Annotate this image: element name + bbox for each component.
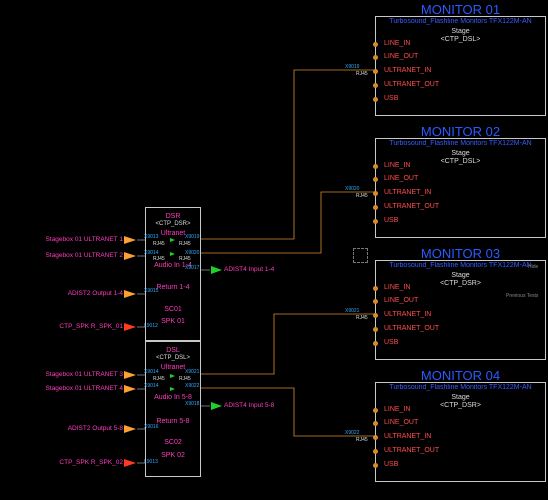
monitor-03-code: <CTP_DSR> xyxy=(440,280,481,287)
monitor-02-code: <CTP_DSL> xyxy=(440,158,481,165)
monitor-01-code: <CTP_DSL> xyxy=(440,36,481,43)
input-label-adist2-1-4: ADIST2 Output 1-4 xyxy=(67,290,123,297)
device-dsr-sc: SC01 xyxy=(164,306,182,313)
output-label-adist4-5-8: ADIST4 Input 5-8 xyxy=(224,402,275,409)
input-label-ultranet-1: Stagebox 01 ULTRANET 1 xyxy=(45,236,123,243)
monitor-03-model: Turbosound_Flashline Monitors TFX122M-AN xyxy=(389,262,532,269)
device-dsr[interactable]: DSR <CTP_DSR> Ultranet X9013 X9019 RJ45 … xyxy=(144,207,201,341)
xref: X9020 xyxy=(185,250,200,256)
device-dsr-code: <CTP_DSR> xyxy=(155,221,191,227)
hide-tooltip[interactable]: Hide xyxy=(528,264,539,270)
cable-label-x9021: X9021 xyxy=(345,308,360,314)
monitor-04-model: Turbosound_Flashline Monitors TFX122M-AN xyxy=(389,384,532,391)
arrow-in-7 xyxy=(124,425,136,433)
input-label-ultranet-2: Stagebox 01 ULTRANET 2 xyxy=(45,252,123,259)
monitor-02-title: MONITOR 02 xyxy=(420,124,501,139)
selection-handle[interactable] xyxy=(353,248,368,263)
arrow-out-2 xyxy=(211,402,222,410)
arrow-in-1 xyxy=(124,236,136,244)
device-dsl-code: <CTP_DSL> xyxy=(155,355,191,361)
output-label-adist4-1-4: ADIST4 Input 1-4 xyxy=(224,266,275,273)
arrow-in-3 xyxy=(124,290,136,298)
monitor-04-title: MONITOR 04 xyxy=(420,368,501,383)
cable-label-x9020: X9020 xyxy=(345,186,360,192)
xref: X9014 xyxy=(144,383,159,389)
xref: X9015 xyxy=(144,288,159,294)
rj-left: RJ45 xyxy=(153,376,165,382)
device-dsl-ultranet: Ultranet xyxy=(160,364,186,371)
monitor-04-block[interactable]: Turbosound_Flashline Monitors TFX122M-AN… xyxy=(373,382,546,482)
wire-dsr-monitor02 xyxy=(201,191,375,254)
device-dsl-audio-in: Audio In 5-8 xyxy=(154,394,192,401)
arrow-in-5 xyxy=(124,371,136,379)
arrow-spk-2 xyxy=(124,459,136,467)
xref: X9016 xyxy=(144,424,159,430)
conn-label: RJ45 xyxy=(356,315,368,321)
cable-label-x9022: X9022 xyxy=(345,430,360,436)
xref: L9012 xyxy=(144,323,158,329)
monitor-02-block[interactable]: Turbosound_Flashline Monitors TFX122M-AN… xyxy=(373,138,546,238)
monitor-01-stage: Stage xyxy=(451,28,470,35)
rj-right: RJ45 xyxy=(179,376,191,382)
conn-label: RJ45 xyxy=(356,437,368,443)
xref: X9014 xyxy=(144,369,159,375)
monitor-01-title: MONITOR 01 xyxy=(420,2,501,17)
device-dsl-name: DSL xyxy=(166,347,180,354)
arrow-in-2 xyxy=(124,252,136,260)
xref: X9017 xyxy=(185,265,200,271)
arrow-in-6 xyxy=(124,385,136,393)
previous-tests-tooltip[interactable]: Previous Tests xyxy=(506,293,539,299)
xref: X9019 xyxy=(185,234,200,240)
monitor-02-stage: Stage xyxy=(451,150,470,157)
monitor-03-title: MONITOR 03 xyxy=(420,246,501,261)
xref: X9021 xyxy=(185,369,200,375)
monitor-01-block[interactable]: Turbosound_Flashline Monitors TFX122M-AN… xyxy=(373,16,546,116)
rj-right: RJ45 xyxy=(179,256,191,262)
rj-right: RJ45 xyxy=(179,241,191,247)
cable-label-x9019: X9019 xyxy=(345,64,360,70)
monitor-04-stage: Stage xyxy=(451,394,470,401)
conn-label: RJ45 xyxy=(356,193,368,199)
wire-dsl-monitor03 xyxy=(201,313,375,375)
device-dsr-ultranet: Ultranet xyxy=(160,230,186,237)
device-dsr-spk: SPK 01 xyxy=(161,318,185,325)
input-label-spk-02: CTP_SPK R_SPK_02 xyxy=(59,459,123,466)
device-dsr-audio-in: Audio In 1-4 xyxy=(154,262,192,269)
xref: X9014 xyxy=(144,250,159,256)
monitor-02-model: Turbosound_Flashline Monitors TFX122M-AN xyxy=(389,140,532,147)
rj-left: RJ45 xyxy=(153,256,165,262)
wire-dsr-monitor01 xyxy=(201,69,375,240)
input-label-spk-01: CTP_SPK R_SPK_01 xyxy=(59,323,123,330)
device-dsl-spk: SPK 02 xyxy=(161,452,185,459)
arrow-spk-1 xyxy=(124,323,136,331)
input-label-adist2-5-8: ADIST2 Output 5-8 xyxy=(67,425,123,432)
input-label-ultranet-4: Stagebox 01 ULTRANET 4 xyxy=(45,385,123,392)
xref: X9013 xyxy=(144,234,159,240)
rj-left: RJ45 xyxy=(153,241,165,247)
xref: X9022 xyxy=(185,383,200,389)
monitor-01-model: Turbosound_Flashline Monitors TFX122M-AN xyxy=(389,18,532,25)
xref: L9013 xyxy=(144,459,158,465)
conn-label: RJ45 xyxy=(356,71,368,77)
arrow-out-1 xyxy=(211,266,222,274)
monitor-04-code: <CTP_DSR> xyxy=(440,402,481,409)
device-dsl-sc: SC02 xyxy=(164,439,182,446)
device-dsr-return: Return 1-4 xyxy=(156,284,190,291)
device-dsl[interactable]: DSL <CTP_DSL> Ultranet X9014 X9021 RJ45 … xyxy=(144,341,201,477)
wire-dsl-monitor04 xyxy=(201,387,375,437)
device-dsl-return: Return 5-8 xyxy=(156,418,190,425)
xref: X9018 xyxy=(185,401,200,407)
monitor-03-block[interactable]: Turbosound_Flashline Monitors TFX122M-AN… xyxy=(373,260,546,360)
monitor-03-stage: Stage xyxy=(451,272,470,279)
device-dsr-name: DSR xyxy=(165,213,181,220)
input-label-ultranet-3: Stagebox 01 ULTRANET 3 xyxy=(45,371,123,378)
